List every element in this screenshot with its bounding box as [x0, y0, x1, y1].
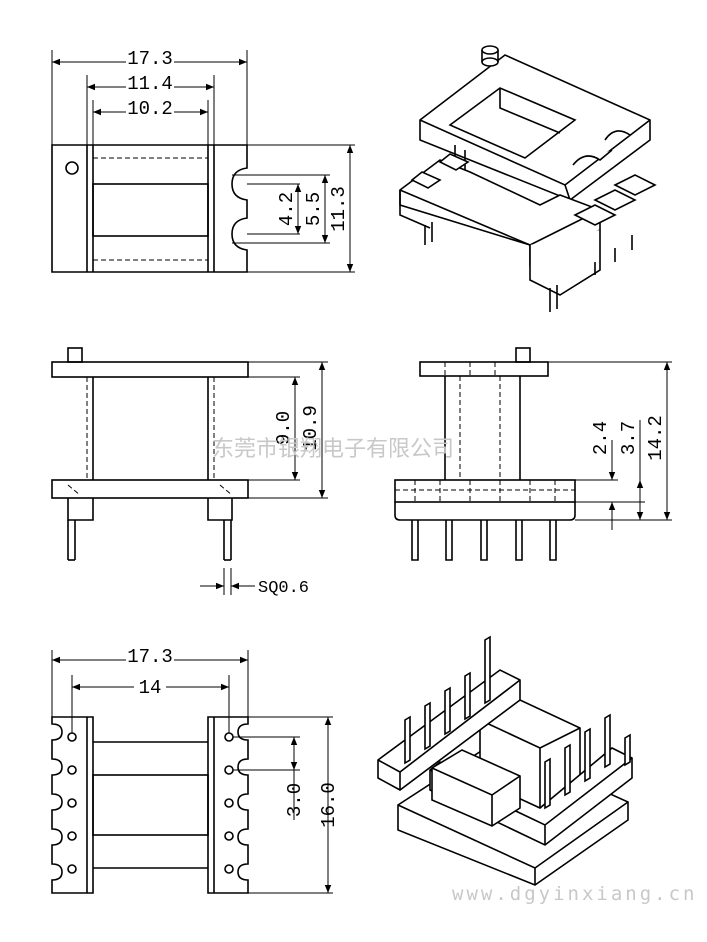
- watermark-company: 东莞市银翔电子有限公司: [212, 437, 454, 462]
- mounting-hole-icon: [65, 161, 79, 175]
- dim-flange-spacing: 11.4: [127, 73, 173, 95]
- isometric-view-top: [399, 45, 657, 312]
- bottom-view: 17.3 14 3.0 16.0: [51, 646, 340, 894]
- dim-pin-row-spacing: 14: [139, 677, 162, 699]
- front-view: SQ0.6 9.0 10.9: [51, 347, 328, 598]
- dim-overall-width: 17.3: [127, 48, 173, 70]
- top-view: 17.3 11.4 10.2 4.2 5.5 11.3: [51, 48, 355, 273]
- dim-slot-outer: 5.5: [303, 192, 325, 226]
- dim-base-height: 2.4: [590, 421, 612, 455]
- watermark-website: www.dgyinxiang.cn: [452, 883, 697, 905]
- dim-winding-width: 10.2: [127, 98, 173, 120]
- dim-overall-length: 16.0: [318, 782, 340, 828]
- dim-window-height: 9.0: [273, 411, 295, 445]
- dim-base-total: 3.7: [618, 421, 640, 455]
- dim-overall-height: 14.2: [645, 415, 667, 461]
- dim-overall-depth: 11.3: [328, 186, 350, 232]
- dim-pin-pitch: 3.0: [284, 783, 306, 817]
- isometric-view-bottom: [377, 635, 633, 886]
- dim-slot-inner: 4.2: [276, 192, 298, 226]
- dim-bottom-overall-width: 17.3: [127, 646, 173, 668]
- dim-flange-to-flange: 10.9: [300, 405, 322, 451]
- dim-pin-size: SQ0.6: [258, 579, 309, 598]
- side-view: 2.4 3.7 14.2: [394, 347, 672, 561]
